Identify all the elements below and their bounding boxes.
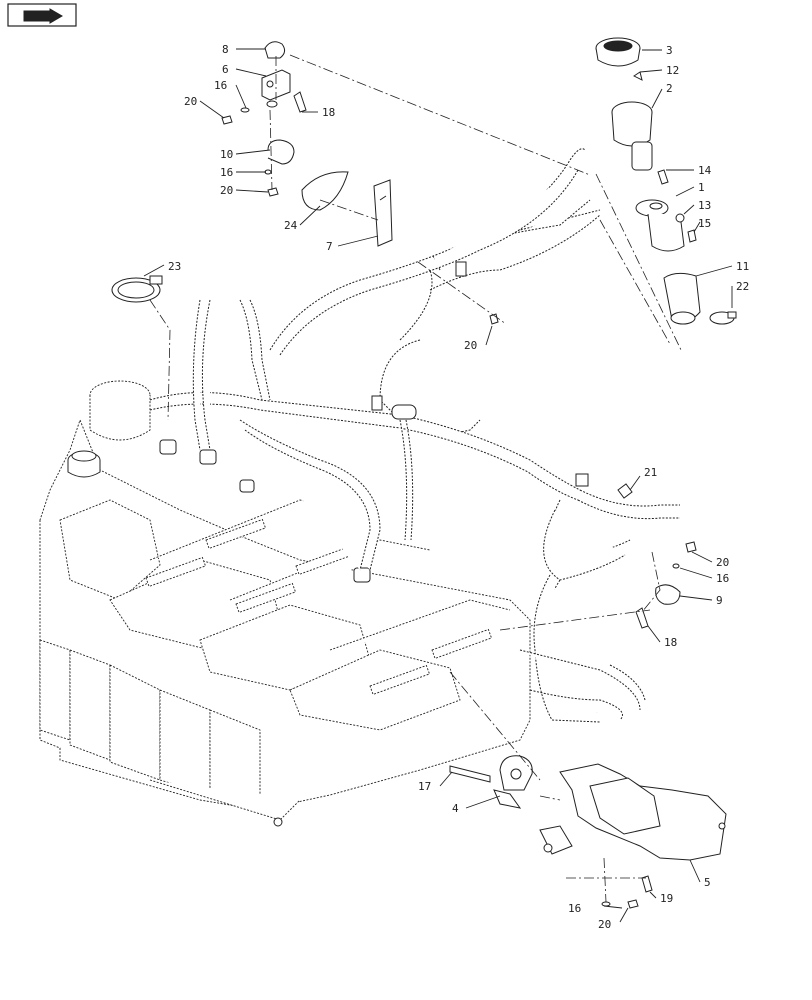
arrow-right-icon[interactable]	[7, 3, 77, 27]
callout-13: 13	[698, 199, 711, 212]
callout-16: 16	[716, 572, 729, 585]
callout-14: 14	[698, 164, 712, 177]
assembly-center-lines	[149, 54, 683, 903]
callout-11: 11	[736, 260, 749, 273]
tank-assembly	[39, 380, 531, 827]
callout-15: 15	[698, 217, 711, 230]
callout-20: 20	[220, 184, 233, 197]
callout-16: 16	[220, 166, 233, 179]
hose-routing	[149, 148, 680, 723]
callout-19: 19	[660, 892, 673, 905]
callout-12: 12	[666, 64, 679, 77]
callout-8: 8	[222, 43, 229, 56]
callout-1: 1	[698, 181, 705, 194]
callout-6: 6	[222, 63, 229, 76]
callout-leaders	[143, 48, 733, 923]
callout-20: 20	[464, 339, 477, 352]
callout-9: 9	[716, 594, 723, 607]
callout-5: 5	[704, 876, 711, 889]
callout-21: 21	[644, 466, 657, 479]
callout-18: 18	[664, 636, 677, 649]
callout-23: 23	[168, 260, 181, 273]
callout-3: 3	[666, 44, 673, 57]
exploded-parts	[111, 37, 737, 909]
callout-22: 22	[736, 280, 749, 293]
callout-2: 2	[666, 82, 673, 95]
callout-24: 24	[284, 219, 298, 232]
callout-20: 20	[184, 95, 197, 108]
callout-4: 4	[452, 802, 459, 815]
callout-10: 10	[220, 148, 233, 161]
callout-18: 18	[322, 106, 335, 119]
callout-16: 16	[214, 79, 227, 92]
callout-7: 7	[326, 240, 333, 253]
callout-20: 20	[598, 918, 611, 931]
callout-labels: 8 6 16 20 18 10 16 20 24 7 23 3 12 2 14 …	[168, 43, 749, 931]
callout-17: 17	[418, 780, 431, 793]
callout-20: 20	[716, 556, 729, 569]
callout-16: 16	[568, 902, 581, 915]
